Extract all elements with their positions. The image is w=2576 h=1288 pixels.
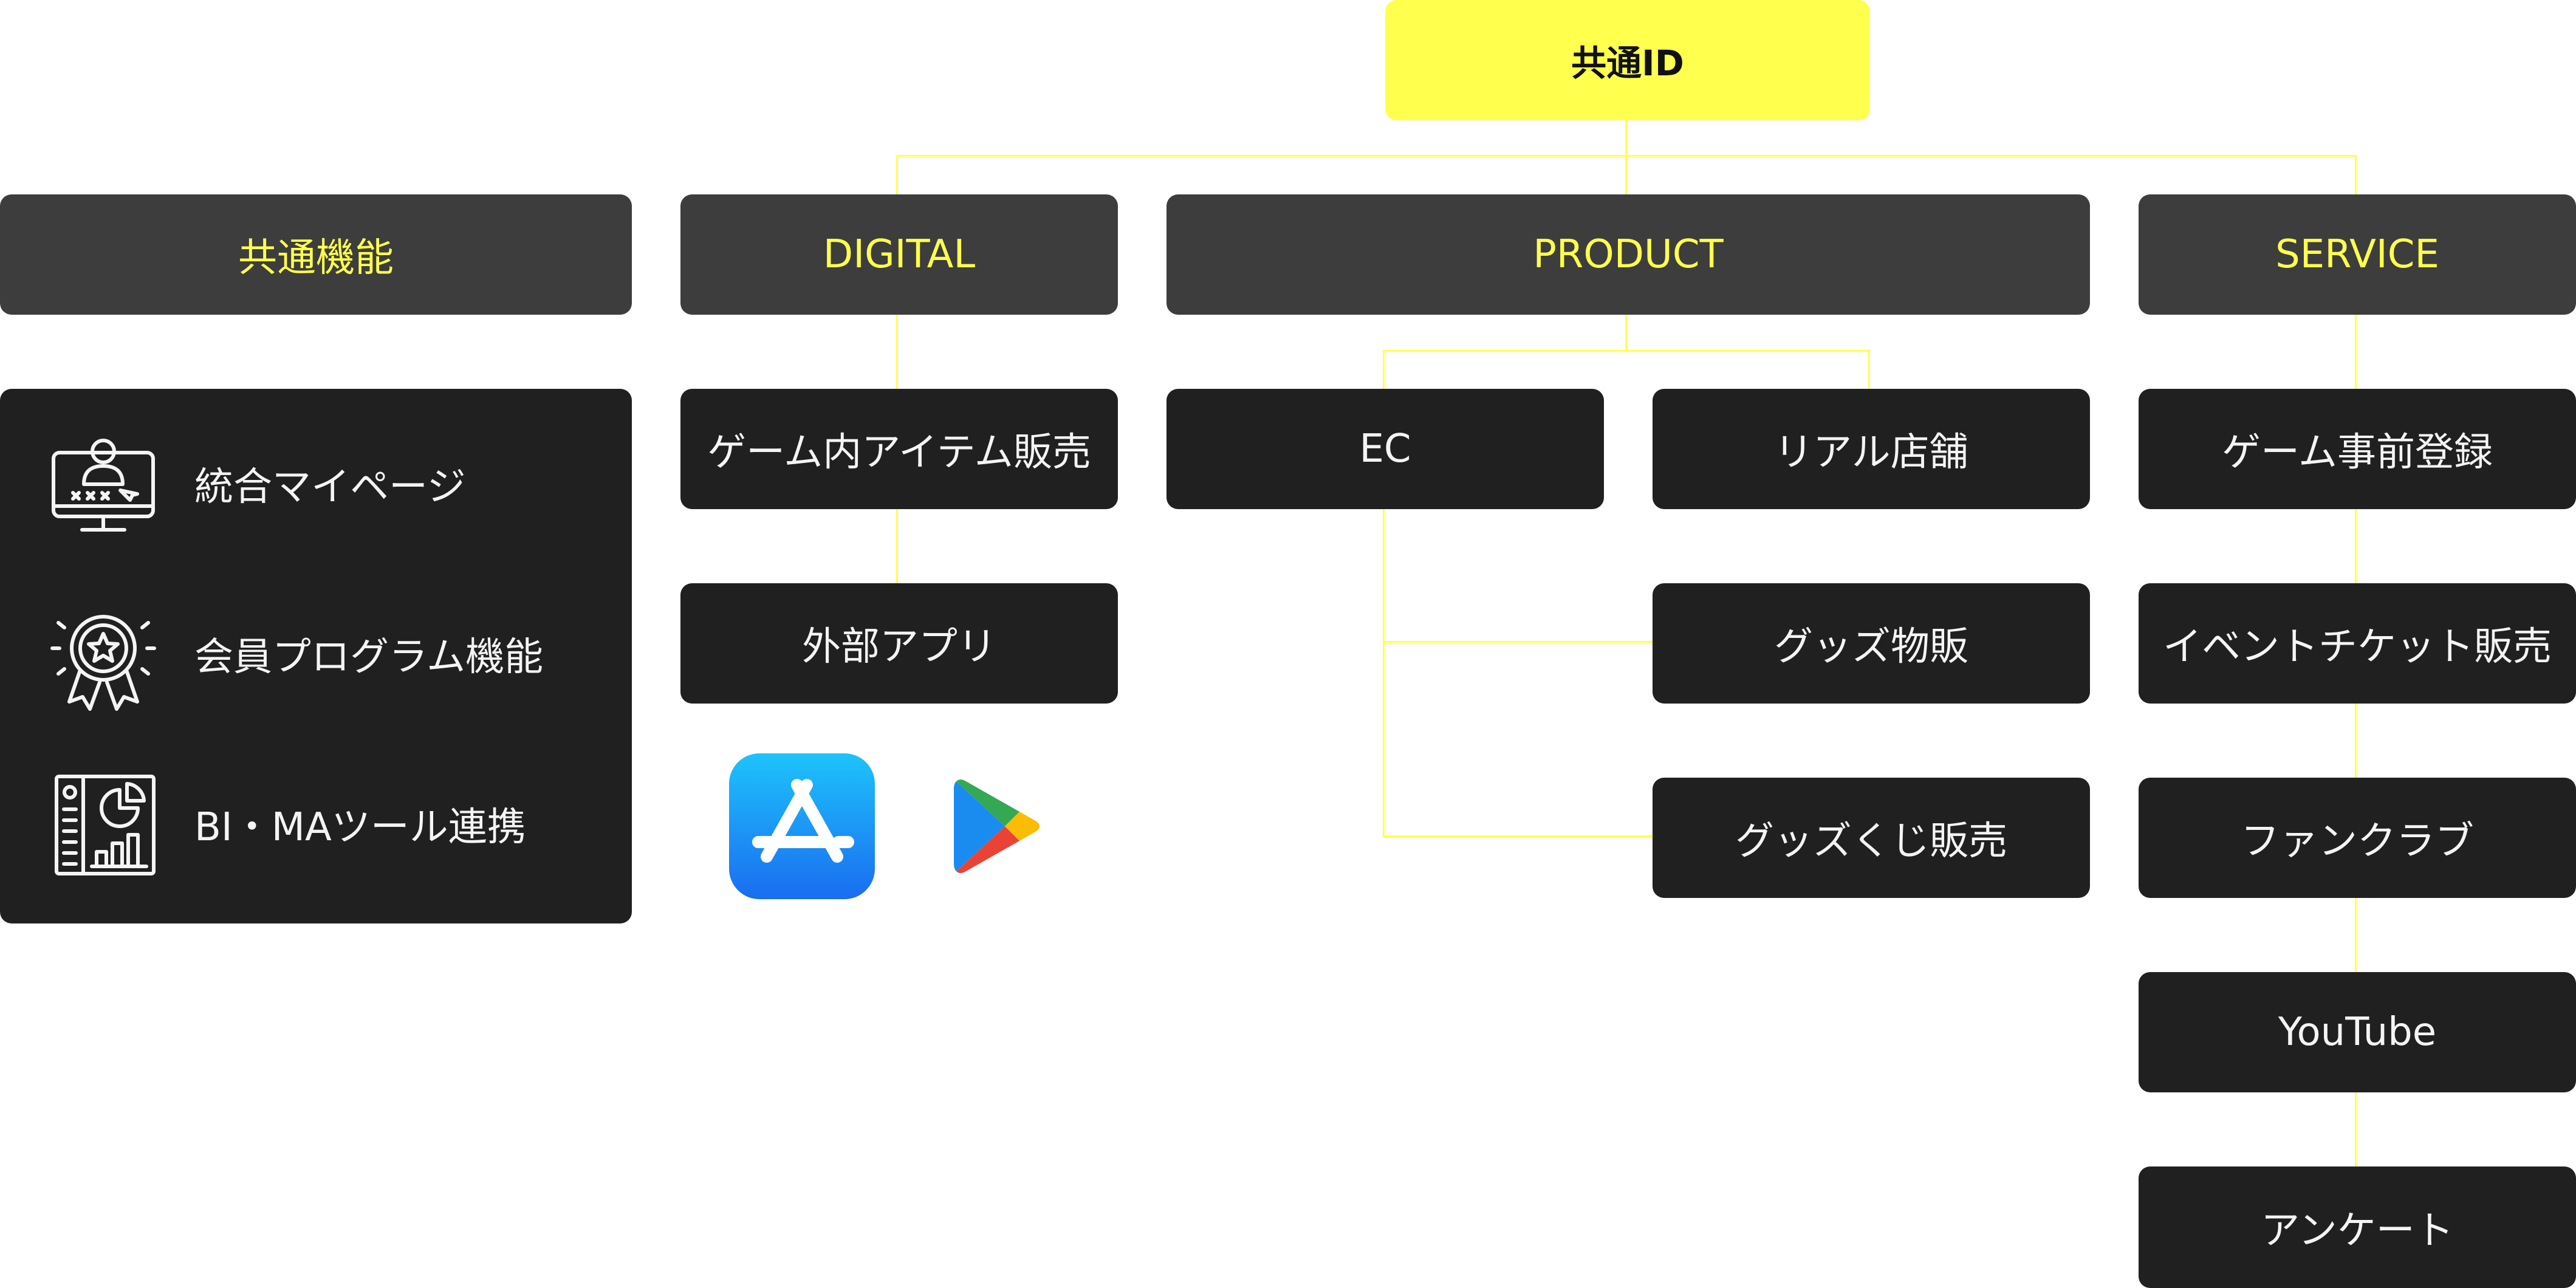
service-item-youtube-label: YouTube bbox=[2278, 1010, 2437, 1055]
award-badge-icon bbox=[49, 605, 158, 714]
root-id-label: 共通ID bbox=[1571, 43, 1684, 84]
connector-to-digital bbox=[896, 155, 898, 194]
digital-item-ingame-sales-label: ゲーム内アイテム販売 bbox=[707, 430, 1091, 475]
common-features-panel: 統合マイページ 会員プログラム機能 bbox=[0, 389, 632, 923]
product-item-real-store-label: リアル店舗 bbox=[1774, 430, 1968, 475]
connector-product-split bbox=[1383, 350, 1870, 352]
connector-to-real-store bbox=[1868, 350, 1870, 389]
category-common: 共通機能 bbox=[0, 194, 632, 315]
digital-item-external-app: 外部アプリ bbox=[680, 583, 1118, 704]
service-item-preregistration-label: ゲーム事前登録 bbox=[2221, 430, 2493, 475]
service-item-survey-label: アンケート bbox=[2261, 1208, 2454, 1253]
user-monitor-icon bbox=[49, 434, 158, 538]
feature-bi-ma-label: BI・MAツール連携 bbox=[194, 805, 526, 850]
connector-root-down bbox=[1625, 120, 1627, 157]
category-digital-label: DIGITAL bbox=[823, 232, 976, 277]
category-product: PRODUCT bbox=[1166, 194, 2090, 315]
app-store-icon bbox=[729, 753, 875, 899]
connector-to-service bbox=[2355, 155, 2357, 194]
connector-service-chain bbox=[2355, 315, 2357, 1166]
root-id-box: 共通ID bbox=[1385, 0, 1870, 120]
category-product-label: PRODUCT bbox=[1533, 232, 1724, 277]
product-item-ec: EC bbox=[1166, 389, 1604, 509]
service-item-event-ticket-label: イベントチケット販売 bbox=[2163, 625, 2552, 670]
feature-member-program-label: 会員プログラム機能 bbox=[194, 635, 544, 680]
service-item-event-ticket: イベントチケット販売 bbox=[2139, 583, 2576, 704]
connector-to-ec bbox=[1383, 350, 1385, 389]
feature-my-page-label: 統合マイページ bbox=[194, 465, 466, 510]
connector-product-down bbox=[1625, 315, 1627, 351]
digital-item-external-app-label: 外部アプリ bbox=[802, 625, 996, 670]
service-item-preregistration: ゲーム事前登録 bbox=[2139, 389, 2576, 509]
product-item-ec-label: EC bbox=[1359, 426, 1411, 471]
product-item-goods-sales-label: グッズ物販 bbox=[1774, 625, 1968, 670]
service-item-survey: アンケート bbox=[2139, 1166, 2576, 1288]
digital-item-ingame-sales: ゲーム内アイテム販売 bbox=[680, 389, 1118, 509]
service-item-fanclub-label: ファンクラブ bbox=[2241, 819, 2474, 864]
product-item-goods-sales: グッズ物販 bbox=[1653, 583, 2090, 704]
dashboard-chart-icon bbox=[52, 772, 161, 881]
connector-ec-to-kuji bbox=[1383, 835, 1653, 837]
service-item-youtube: YouTube bbox=[2139, 972, 2576, 1092]
category-service: SERVICE bbox=[2139, 194, 2576, 315]
connector-ec-to-goods bbox=[1383, 641, 1653, 643]
service-item-fanclub: ファンクラブ bbox=[2139, 778, 2576, 898]
product-item-goods-kuji-label: グッズくじ販売 bbox=[1735, 819, 2007, 864]
product-item-real-store: リアル店舗 bbox=[1653, 389, 2090, 509]
category-service-label: SERVICE bbox=[2275, 232, 2439, 277]
google-play-icon bbox=[954, 778, 1043, 875]
connector-ec-down bbox=[1383, 509, 1385, 837]
category-digital: DIGITAL bbox=[680, 194, 1118, 315]
product-item-goods-kuji: グッズくじ販売 bbox=[1653, 778, 2090, 898]
connector-to-product bbox=[1625, 155, 1627, 194]
category-common-label: 共通機能 bbox=[238, 236, 394, 281]
